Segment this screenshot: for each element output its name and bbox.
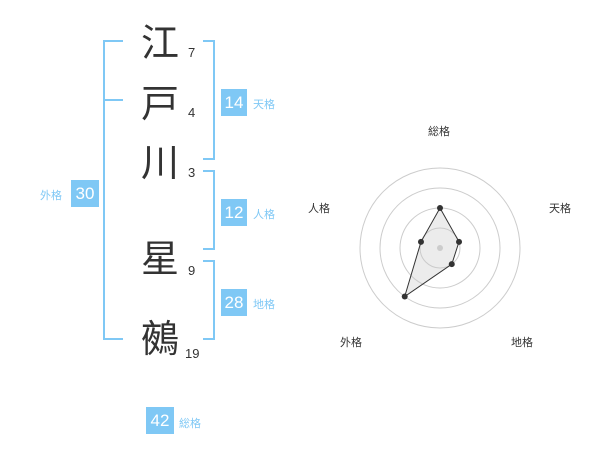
radar-point-4 [417, 238, 424, 245]
radar-ring-4 [359, 167, 521, 329]
name-char-4: 星 [141, 237, 180, 281]
name-char-5: 鵺 [141, 317, 180, 361]
radar-point-1 [456, 238, 463, 245]
jinkaku-value: 12 [221, 199, 247, 226]
chikaku-value: 28 [221, 289, 247, 316]
radar-axis-label-chikaku: 地格 [511, 335, 533, 349]
stroke-count-3: 3 [188, 165, 196, 180]
radar-data-polygon [403, 206, 460, 298]
tenkaku-label: 天格 [253, 98, 275, 111]
radar-axis-label-jinkaku: 人格 [308, 201, 330, 215]
radar-point-3 [401, 293, 408, 300]
name-char-1: 江 [141, 21, 180, 65]
gaikaku-value: 30 [71, 180, 99, 207]
fortune-radar-chart: 総格 天格 地格 外格 人格 [308, 124, 571, 349]
chikaku-label: 地格 [253, 298, 275, 311]
name-char-3: 川 [141, 141, 180, 185]
stroke-count-4: 9 [188, 263, 196, 278]
radar-axis-label-gaikaku: 外格 [340, 335, 362, 349]
radar-point-0 [437, 205, 443, 211]
radar-ring-3 [379, 187, 501, 309]
jinkaku-bracket [203, 170, 215, 250]
stroke-count-2: 4 [188, 105, 196, 120]
stroke-count-5: 19 [185, 346, 200, 361]
chikaku-bracket [203, 260, 215, 340]
radar-point-2 [448, 261, 455, 268]
tenkaku-value: 14 [221, 89, 247, 116]
gaikaku-bracket-tick [103, 99, 123, 101]
stroke-count-1: 7 [188, 45, 196, 60]
radar-axis-label-tenkaku: 天格 [549, 201, 571, 215]
soukaku-value: 42 [146, 407, 174, 434]
tenkaku-bracket [203, 40, 215, 160]
gaikaku-label: 外格 [40, 189, 62, 202]
radar-axis-label-soukaku: 総格 [428, 124, 450, 138]
radar-center-dot [437, 245, 443, 251]
gaikaku-bracket [103, 40, 123, 340]
name-char-2: 戸 [141, 82, 180, 126]
soukaku-label: 総格 [179, 417, 201, 430]
jinkaku-label: 人格 [253, 208, 275, 221]
radar-ring-1 [419, 227, 461, 269]
